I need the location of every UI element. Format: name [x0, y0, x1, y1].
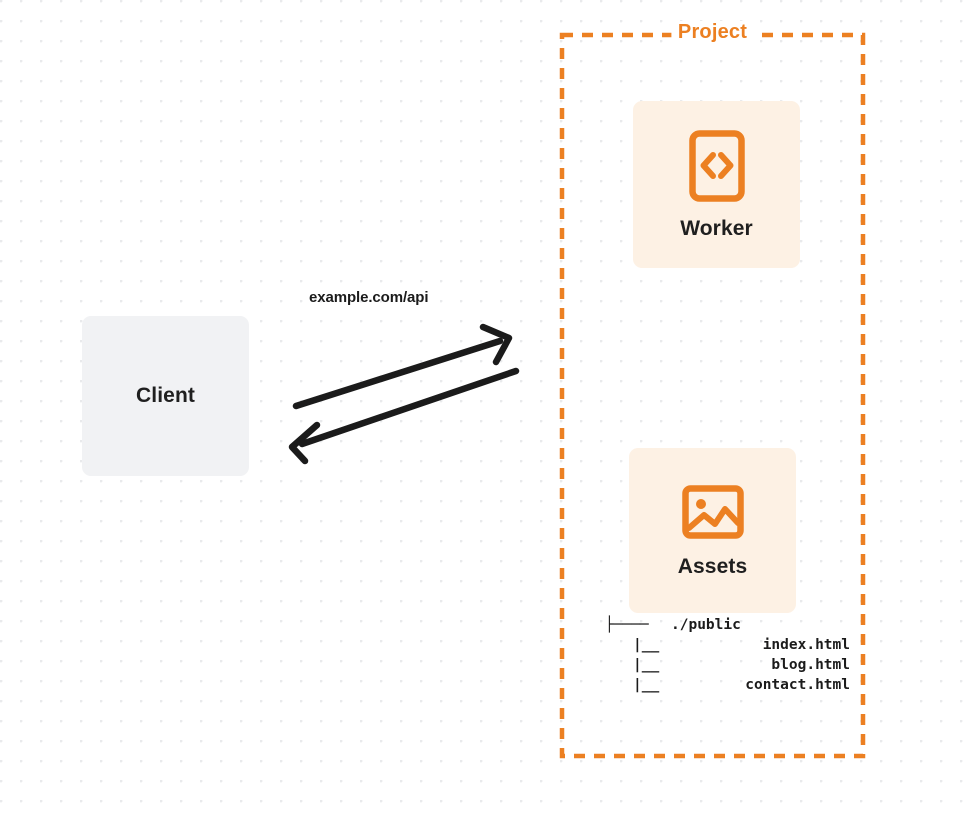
tree-branch-glyph: |__ [633, 657, 660, 673]
assets-card: Assets [629, 448, 796, 613]
project-title: Project [670, 21, 755, 44]
tree-node-name: index.html [762, 637, 850, 653]
worker-label: Worker [680, 216, 753, 240]
connection-label: example.com/api [309, 289, 429, 306]
tree-node-name: ./public [671, 617, 741, 633]
tree-branch-glyph: |__ [633, 637, 660, 653]
assets-label: Assets [677, 554, 748, 578]
project-container: Project Worker Assets ├──── ./public [559, 21, 866, 759]
worker-card: Worker [633, 101, 800, 268]
client-label: Client [136, 384, 195, 407]
tree-branch-glyph: ├──── [605, 617, 649, 633]
client-node: Client [82, 316, 249, 476]
asset-file-tree: ├──── ./public |__ index.html |__ blog.h… [605, 615, 850, 695]
request-arrow-icon [292, 323, 513, 410]
response-arrow-icon [288, 367, 520, 465]
tree-row: |__ index.html [605, 635, 850, 655]
tree-row: |__ blog.html [605, 655, 850, 675]
tree-branch-glyph: |__ [633, 677, 660, 693]
tree-row: |__ contact.html [605, 675, 850, 695]
tree-node-name: blog.html [771, 657, 850, 673]
tree-node-name: contact.html [745, 677, 850, 693]
image-icon [681, 484, 744, 539]
tree-row: ├──── ./public [605, 615, 850, 635]
code-brackets-icon [688, 129, 745, 202]
